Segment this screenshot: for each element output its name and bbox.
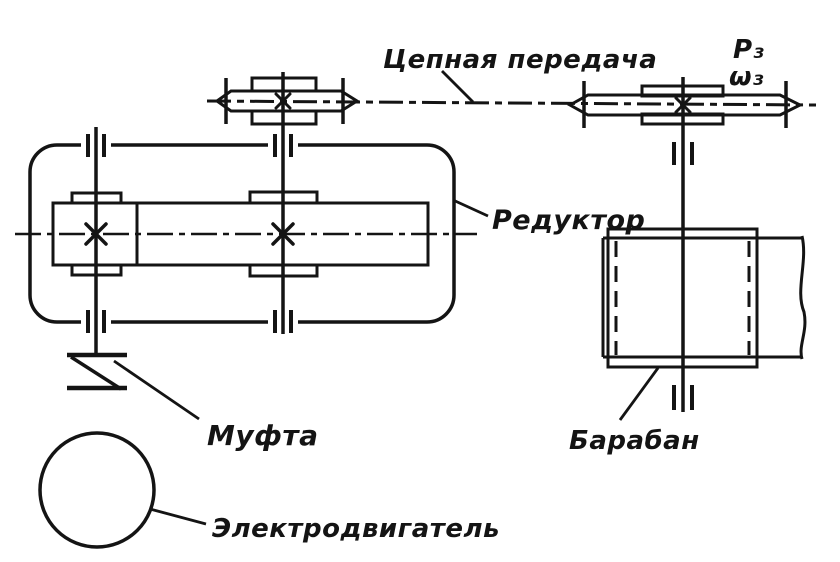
sprocket-hub bbox=[250, 109, 318, 126]
reducer-group bbox=[15, 72, 477, 355]
shaft3-power-label: P₃ bbox=[733, 35, 765, 65]
coupling-label: Муфта bbox=[207, 419, 319, 452]
chain-drive-group bbox=[206, 76, 817, 128]
bearing-marks bbox=[86, 134, 293, 333]
reducer-label-leader bbox=[452, 198, 489, 218]
motor-circle bbox=[38, 431, 156, 549]
drum-label-leader bbox=[618, 367, 660, 421]
chain-drive-label: Цепная передача bbox=[383, 45, 657, 75]
shaft3-speed-label: ω₃ bbox=[729, 62, 764, 92]
sprocket-hub bbox=[250, 76, 318, 93]
motor-label: Электродвигатель bbox=[212, 514, 500, 544]
belt-break-line bbox=[799, 235, 807, 360]
coupling-symbol bbox=[67, 352, 127, 391]
drum-group bbox=[601, 77, 807, 412]
leader-lines bbox=[113, 70, 660, 526]
sprocket-rim-ticks bbox=[224, 78, 788, 128]
coupling-label-leader bbox=[113, 359, 200, 421]
bearing-marks bbox=[672, 142, 694, 410]
drum-label: Барабан bbox=[569, 426, 700, 456]
reducer-label: Редуктор bbox=[492, 205, 645, 236]
chain-label-leader bbox=[441, 70, 474, 103]
motor-label-leader bbox=[149, 507, 207, 526]
chain-centerline bbox=[206, 99, 817, 107]
